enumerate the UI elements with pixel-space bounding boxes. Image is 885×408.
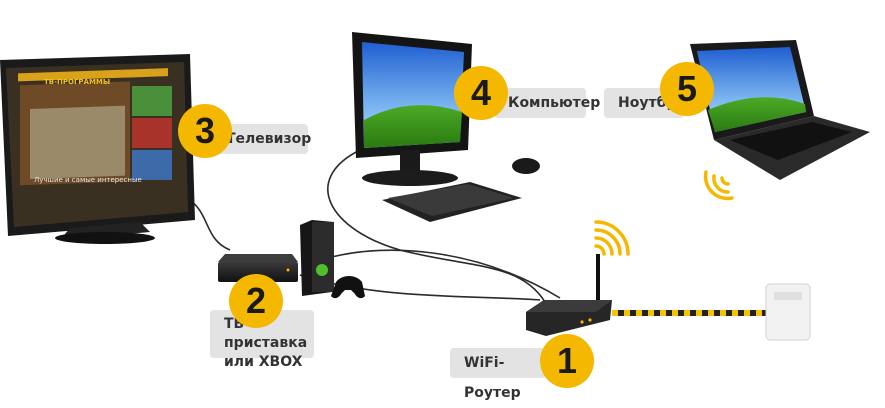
badge-laptop: 5 xyxy=(660,62,714,116)
tv-screen-header: ТВ-ПРОГРАММЫ xyxy=(44,78,111,86)
badge-tv: 3 xyxy=(178,104,232,158)
cable-xbox-router xyxy=(319,249,561,299)
cable-tv-stb xyxy=(189,199,231,251)
tv-icon xyxy=(0,54,195,244)
stb-label: ТВ-приставка или XBOX xyxy=(210,310,314,370)
internet-cable xyxy=(612,310,770,316)
badge-stb: 2 xyxy=(229,274,283,328)
set-top-box-icon xyxy=(218,254,298,282)
desktop-computer-icon xyxy=(352,32,540,222)
badge-computer: 4 xyxy=(454,66,508,120)
badge-router: 1 xyxy=(540,334,594,388)
router-label: WiFi-Роутер xyxy=(450,348,546,401)
wifi-router-icon xyxy=(526,254,612,336)
laptop-wifi-signal-icon xyxy=(703,170,734,201)
wall-socket-icon xyxy=(765,283,811,341)
router-wifi-signal-icon xyxy=(594,220,630,256)
laptop-icon xyxy=(690,40,870,180)
computer-label: Компьютер xyxy=(494,88,600,118)
tv-screen-caption: Лучшие и самые интересные xyxy=(34,176,142,184)
xbox-icon xyxy=(300,220,365,299)
